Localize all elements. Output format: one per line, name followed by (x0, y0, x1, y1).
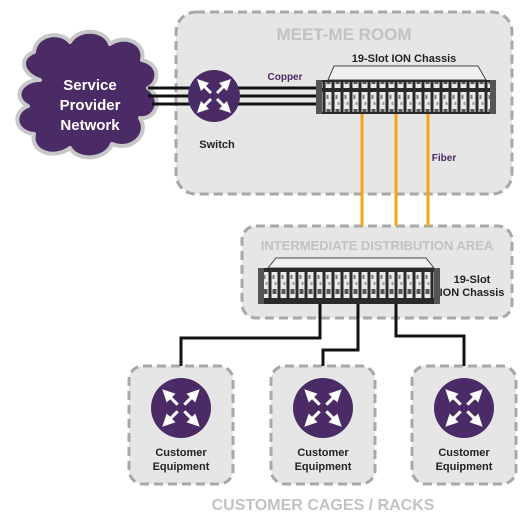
customer-equipment-icon-1 (151, 378, 211, 438)
customer-label-3-line1: Customer (438, 447, 490, 459)
customer-cables (179, 304, 466, 366)
intermediate-chassis-icon (258, 257, 440, 304)
customer-equipment-icon-2 (293, 378, 353, 438)
fiber-label: Fiber (432, 153, 457, 164)
customer-label-2-line1: Customer (297, 447, 349, 459)
customer-label-2-line2: Equipment (295, 461, 352, 473)
meet-me-room-title: MEET-ME ROOM (276, 25, 411, 44)
customer-label-1-line2: Equipment (153, 461, 210, 473)
switch-label: Switch (199, 139, 235, 151)
top-chassis-icon (316, 65, 496, 114)
copper-cables (238, 86, 320, 106)
cloud-to-switch-cables (148, 86, 190, 106)
intermediate-distribution-title: INTERMEDIATE DISTRIBUTION AREA (261, 238, 494, 253)
customer-equipment-icon-3 (434, 378, 494, 438)
fiber-cables (360, 114, 430, 226)
intermediate-chassis-label-line1: 19-Slot (454, 274, 491, 286)
cloud-label-line1: Service (63, 77, 116, 94)
intermediate-chassis-label-line2: ION Chassis (440, 287, 505, 299)
copper-label: Copper (268, 72, 303, 83)
switch-icon (188, 70, 240, 122)
service-provider-cloud: Service Provider Network (15, 29, 159, 160)
customer-cages-title: CUSTOMER CAGES / RACKS (212, 497, 435, 514)
top-chassis-label: 19-Slot ION Chassis (352, 53, 457, 65)
customer-label-1-line1: Customer (155, 447, 207, 459)
cloud-label-line2: Provider (60, 97, 121, 114)
cloud-label-line3: Network (60, 117, 120, 134)
customer-label-3-line2: Equipment (436, 461, 493, 473)
